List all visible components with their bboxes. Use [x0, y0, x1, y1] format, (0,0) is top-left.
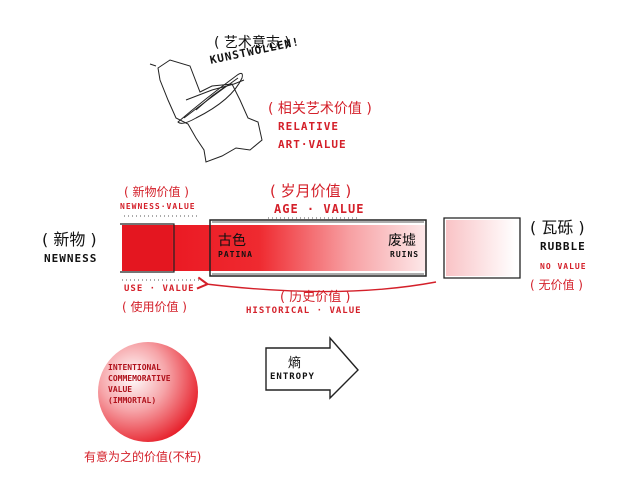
no-value-en: NO VALUE	[540, 262, 587, 271]
historical-value-zh: ( 历史价值 )	[280, 290, 351, 305]
use-value-en: USE · VALUE	[124, 284, 195, 294]
intentional-circle	[98, 342, 198, 442]
rubble-box	[443, 217, 521, 279]
newness-value-zh: ( 新物价值 )	[124, 185, 189, 199]
ruins-zh: 废墟	[388, 233, 416, 249]
entropy-arrow	[265, 336, 359, 400]
historical-arrow	[206, 282, 437, 293]
newness-en: NEWNESS	[44, 252, 98, 265]
entropy-zh: 熵	[288, 356, 302, 371]
age-value-zh: ( 岁月价值 )	[270, 182, 352, 200]
intentional-line-1: INTENTIONAL	[108, 363, 161, 372]
age-value-en: AGE · VALUE	[274, 202, 365, 216]
intentional-zh: 有意为之的价值(不朽)	[84, 450, 202, 464]
entropy-en: ENTROPY	[270, 372, 315, 382]
newness-zh: ( 新物 )	[42, 230, 97, 249]
intentional-line-3: VALUE	[108, 385, 133, 394]
relative-art-en-1: RELATIVE	[278, 120, 339, 133]
intentional-line-4: (IMMORTAL)	[108, 396, 157, 405]
newness-value-en: NEWNESS·VALUE	[120, 202, 196, 211]
historical-value-en: HISTORICAL · VALUE	[246, 306, 362, 316]
ruins-en: RUINS	[390, 250, 420, 259]
patina-en: PATINA	[218, 250, 253, 259]
no-value-zh: ( 无价值 )	[530, 278, 583, 292]
intentional-line-2: COMMEMORATIVE	[108, 374, 171, 383]
kunstwollen-sketch	[149, 59, 263, 163]
relative-art-zh: ( 相关艺术价值 )	[268, 101, 372, 117]
use-value-zh: ( 使用价值 )	[122, 300, 187, 314]
kunstwollen-zh: ( 艺术意志 )	[214, 35, 290, 51]
rubble-en: RUBBLE	[540, 240, 586, 253]
value-bar	[120, 219, 427, 277]
relative-art-en-2: ART·VALUE	[278, 138, 347, 151]
intentional-text: INTENTIONAL COMMEMORATIVE VALUE (IMMORTA…	[108, 362, 198, 406]
rubble-zh: ( 瓦砾 )	[530, 218, 585, 237]
patina-zh: 古色	[218, 233, 246, 249]
